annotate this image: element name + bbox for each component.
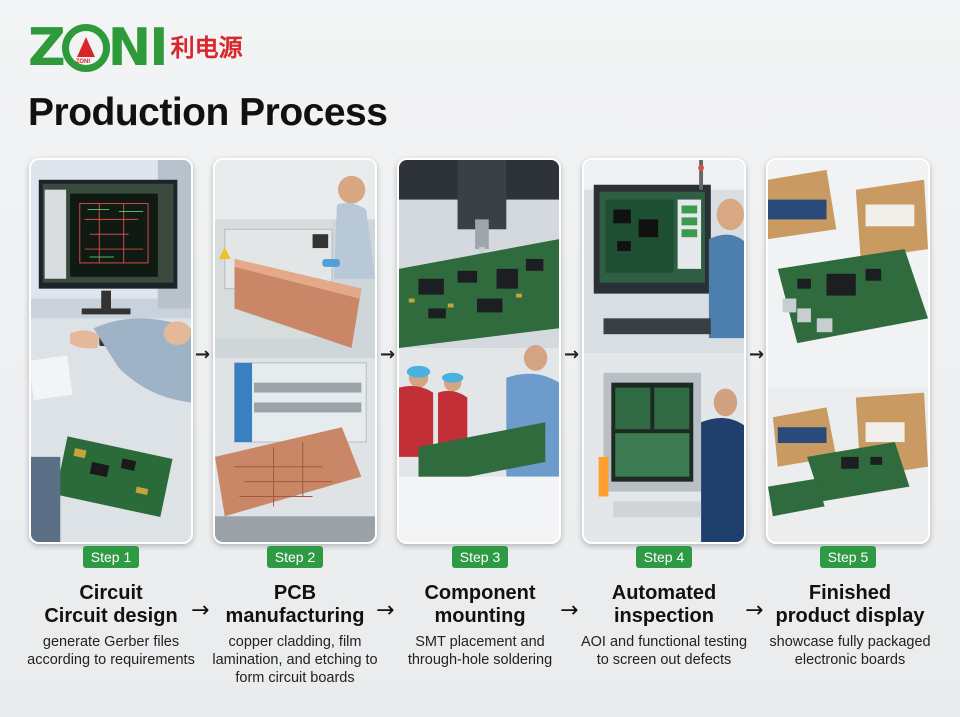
arrow-icon: → [376,598,395,623]
step-3-description: SMT placement and through-hole soldering [407,634,553,668]
step-4-description: AOI and functional testing to screen out… [580,634,748,668]
step-1-title-line1: Circuit [79,582,143,604]
step-3-image [397,158,561,544]
step-5-image [766,158,930,544]
step-5-badge: Step 5 [820,546,876,568]
logo-letter-z: Z [28,18,66,78]
step-3-title-line1: Component [424,582,536,604]
small-arrow-icon: → [749,344,765,365]
logo-letters-ni: NI [107,18,169,78]
step-2-badge: Step 2 [267,546,323,568]
logo-chinese-text: 利电源 [170,34,243,62]
step-5-title-line1: Finished [808,582,892,604]
step-2-title: PCB manufacturing [205,582,385,628]
page-title: Production Process [28,91,388,134]
step-2-title-line2: manufacturing [225,605,365,627]
step-1-title: Circuit Circuit design [21,582,201,628]
arrow-icon: → [191,598,210,623]
step-5-description: showcase fully packaged electronic board… [769,634,931,668]
step-1-image [29,158,193,544]
logo-small-text: ZONI [75,59,91,65]
step-5-title-line2: product display [775,605,925,627]
arrow-icon: → [745,598,764,623]
step-2-title-line1: PCB [273,582,317,604]
small-arrow-icon: → [380,344,396,365]
brand-logo: Z ZONI NI 利电源 [28,22,243,74]
step-4-title-line1: Automated [611,582,717,604]
step-3-badge: Step 3 [452,546,508,568]
logo-emblem-icon: ZONI [61,24,110,72]
step-3-title: Component mounting [390,582,570,628]
small-arrow-icon: → [564,344,580,365]
step-4-title: Automated inspection [574,582,754,628]
step-1-badge: Step 1 [83,546,139,568]
step-4-image [582,158,746,544]
small-arrow-icon: → [195,344,211,365]
step-4-badge: Step 4 [636,546,692,568]
step-1-title-line2: Circuit design [44,605,178,627]
step-1-description: generate Gerber files according to requi… [27,634,195,668]
arrow-icon: → [560,598,579,623]
step-2-image [213,158,377,544]
step-5-title: Finished product display [760,582,940,628]
step-2-description: copper cladding, film lamination, and et… [212,634,378,686]
step-3-title-line2: mounting [434,605,526,627]
step-4-title-line2: inspection [613,605,714,627]
